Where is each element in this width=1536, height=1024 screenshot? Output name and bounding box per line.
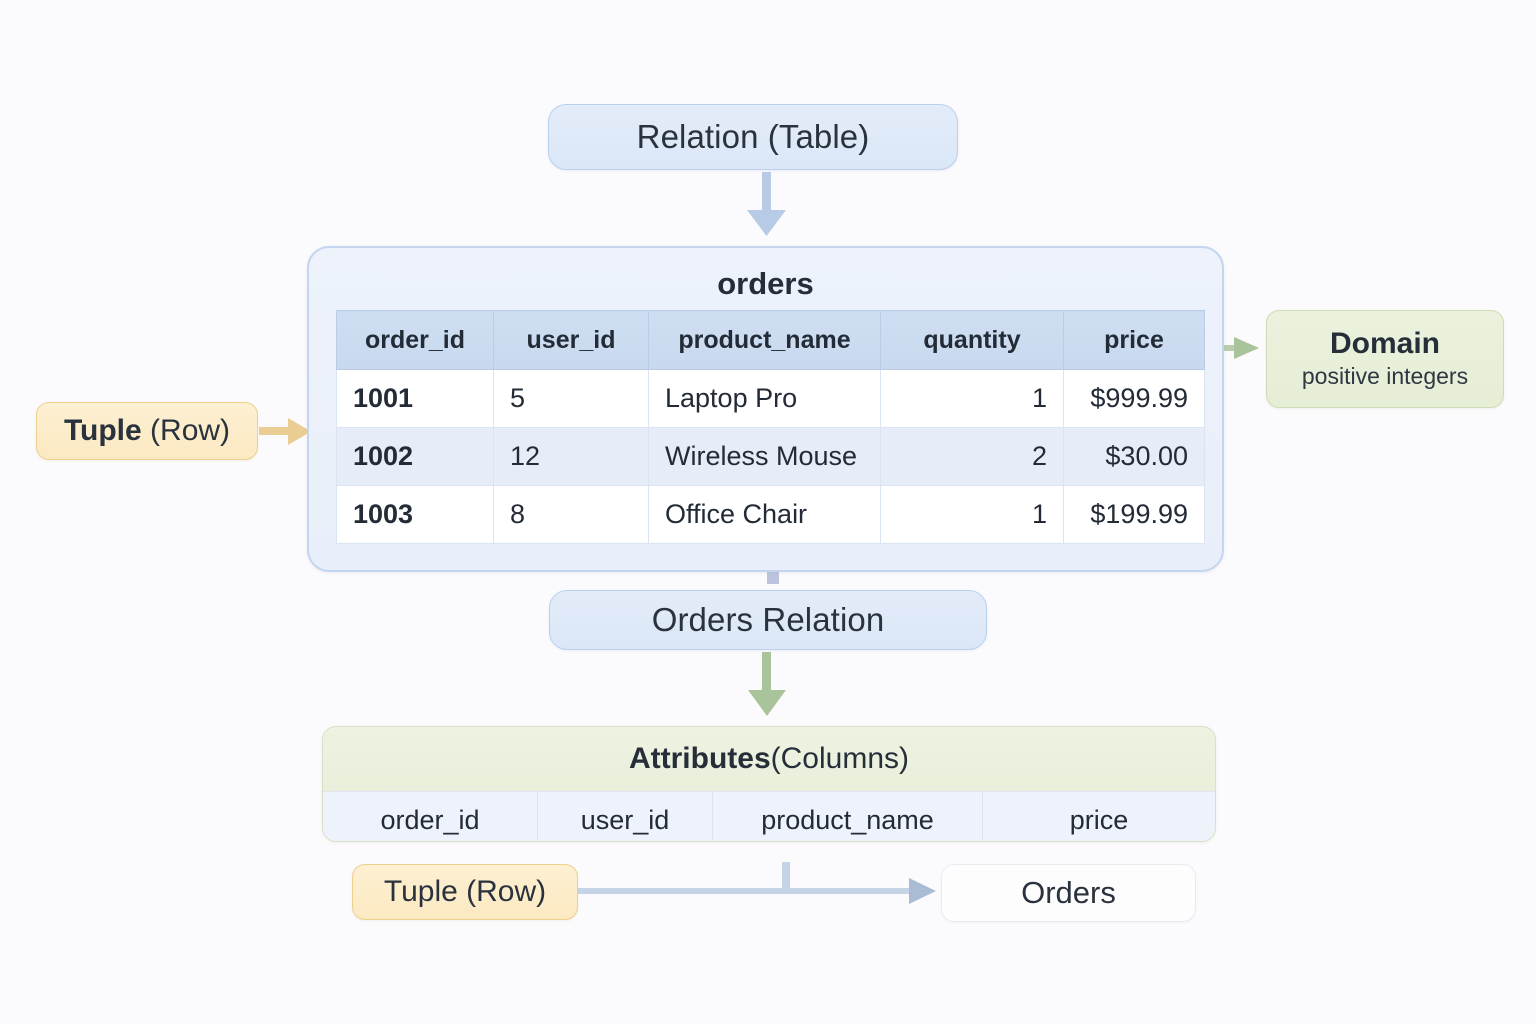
- relation-col-quantity[interactable]: quantity: [880, 310, 1064, 370]
- cell-price: $999.99: [1063, 369, 1205, 428]
- attributes-heading-rest: (Columns): [770, 742, 910, 775]
- cell-price: $30.00: [1063, 427, 1205, 486]
- table-row[interactable]: 1001 5 Laptop Pro 1 $999.99: [336, 369, 1205, 428]
- attribute-col-order_id[interactable]: order_id: [323, 792, 538, 841]
- node-domain-title: Domain: [1329, 327, 1440, 361]
- attributes-panel: Attributes (Columns) order_id user_id pr…: [322, 726, 1216, 842]
- cell-user_id: 8: [493, 485, 649, 544]
- node-tuple-row-bottom[interactable]: Tuple (Row): [352, 864, 578, 920]
- node-domain[interactable]: Domain positive integers: [1266, 310, 1504, 408]
- relation-table: order_id user_id product_name quantity p…: [336, 310, 1205, 544]
- cell-product_name: Wireless Mouse: [648, 427, 881, 486]
- cell-quantity: 1: [880, 369, 1064, 428]
- cell-order_id: 1001: [336, 369, 494, 428]
- attribute-col-price[interactable]: price: [1069, 804, 1129, 835]
- relation-col-order_id[interactable]: order_id: [336, 310, 494, 370]
- tuple-left-bold: Tuple: [63, 414, 142, 447]
- cell-product_name: Laptop Pro: [648, 369, 881, 428]
- table-row[interactable]: 1003 8 Office Chair 1 $199.99: [336, 485, 1205, 544]
- cell-quantity: 1: [880, 485, 1064, 544]
- relation-title: orders: [717, 266, 814, 301]
- cell-order_id: 1003: [336, 485, 494, 544]
- cell-user_id: 5: [493, 369, 649, 428]
- cell-price: $199.99: [1063, 485, 1205, 544]
- node-orders-label: Orders: [1021, 875, 1116, 910]
- node-tuple-row-left[interactable]: Tuple (Row): [36, 402, 258, 460]
- connector-nub: [767, 570, 779, 584]
- attribute-col-user_id[interactable]: user_id: [538, 792, 713, 841]
- node-orders-relation[interactable]: Orders Relation: [549, 590, 987, 650]
- edge-relation-to-table: [747, 172, 786, 236]
- table-row[interactable]: 1002 12 Wireless Mouse 2 $30.00: [336, 427, 1205, 486]
- node-tuple-row-left-label: Tuple (Row): [64, 414, 230, 448]
- node-relation-table-label: Relation (Table): [636, 118, 870, 155]
- relation-col-price[interactable]: price: [1063, 310, 1205, 370]
- tuple-left-rest: (Row): [141, 414, 231, 447]
- node-domain-subtitle: positive integers: [1301, 363, 1469, 389]
- node-relation-table[interactable]: Relation (Table): [548, 104, 958, 170]
- relation-header-row: order_id user_id product_name quantity p…: [336, 310, 1205, 370]
- relation-col-product_name[interactable]: product_name: [648, 310, 881, 370]
- relation-col-user_id[interactable]: user_id: [493, 310, 649, 370]
- node-orders-relation-label: Orders Relation: [651, 601, 885, 638]
- node-tuple-row-bottom-label: Tuple (Row): [383, 875, 547, 908]
- attributes-heading: Attributes (Columns): [323, 727, 1215, 791]
- edge-relation-node-to-attributes: [748, 652, 786, 716]
- attribute-col-product_name[interactable]: product_name: [713, 792, 983, 841]
- attributes-column-row: order_id user_id product_name price: [323, 791, 1215, 841]
- edge-tuple-to-table: [259, 418, 311, 445]
- cell-quantity: 2: [880, 427, 1064, 486]
- relation-panel: orders order_id user_id product_name qua…: [307, 246, 1224, 572]
- cell-order_id: 1002: [336, 427, 494, 486]
- node-orders[interactable]: Orders: [941, 864, 1196, 922]
- cell-user_id: 12: [493, 427, 649, 486]
- cell-product_name: Office Chair: [648, 485, 881, 544]
- edge-tuple-to-orders: [578, 862, 936, 904]
- attributes-heading-bold: Attributes: [628, 742, 771, 775]
